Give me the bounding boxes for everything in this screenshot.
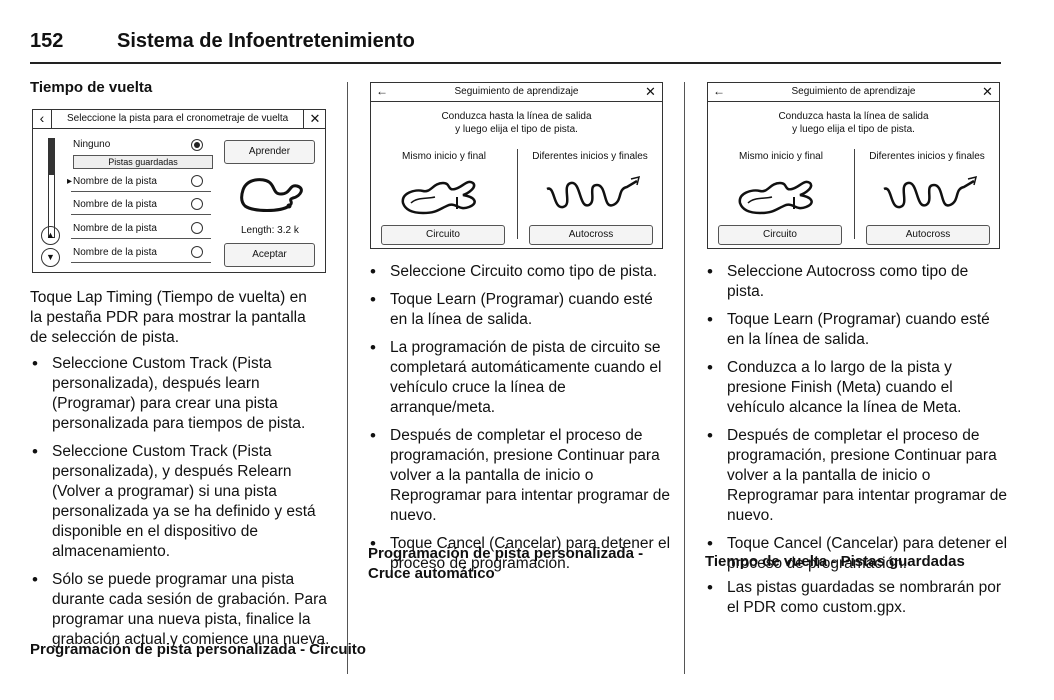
option-divider [517, 149, 518, 239]
option-label: Mismo inicio y final [402, 151, 486, 162]
screen-title: Seleccione la pista para el cronometraje… [67, 113, 289, 124]
option-label: Diferentes inicios y finales [869, 151, 985, 162]
track-select-screen: ‹ Seleccione la pista para el cronometra… [32, 109, 326, 273]
option-label: Mismo inicio y final [739, 151, 823, 162]
saved-tracks-label: Pistas guardadas [73, 155, 213, 169]
list-divider [71, 238, 211, 239]
learning-screen-autocross: ← Seguimiento de aprendizaje ✕ Conduzca … [707, 82, 1000, 249]
screen-titlebar [33, 110, 325, 129]
list-item-track[interactable]: Nombre de la pista [73, 199, 157, 210]
circuit-track-icon [401, 180, 476, 215]
autocross-track-icon [883, 175, 978, 209]
list-divider [71, 214, 211, 215]
list-item: Seleccione Custom Track (Pista personali… [30, 442, 334, 562]
screen-titlebar [371, 83, 662, 102]
list-item: Conduzca a lo largo de la pista y presio… [705, 358, 1009, 418]
list-item-track[interactable]: Nombre de la pista [73, 247, 157, 258]
page-title: Sistema de Infoentretenimiento [117, 30, 415, 52]
bullet-list: Seleccione Circuito como tipo de pista. … [368, 262, 672, 582]
option-label: Diferentes inicios y finales [532, 151, 648, 162]
section-heading: Programación de pista personalizada - Ci… [30, 641, 366, 658]
list-item: Seleccione Autocross como tipo de pista. [705, 262, 1009, 302]
screen-title: Seguimiento de aprendizaje [791, 86, 916, 97]
list-item: La programación de pista de circuito se … [368, 338, 672, 418]
list-item: Toque Learn (Programar) cuando esté en l… [368, 290, 672, 330]
list-item-none[interactable]: Ninguno [73, 139, 111, 150]
back-icon[interactable]: ‹ [33, 110, 52, 128]
circuit-button[interactable]: Circuito [381, 225, 505, 245]
close-icon[interactable]: ✕ [303, 110, 326, 128]
radio-selected[interactable] [191, 139, 203, 151]
scroll-down-icon[interactable]: ▼ [41, 248, 60, 267]
list-item-track[interactable]: Nombre de la pista [73, 223, 157, 234]
header-rule [30, 62, 1001, 64]
list-item: Las pistas guardadas se nombrarán por el… [705, 578, 1009, 618]
option-divider [854, 149, 855, 239]
learning-screen-circuit: ← Seguimiento de aprendizaje ✕ Conduzca … [370, 82, 663, 249]
screen-titlebar [708, 83, 999, 102]
circuit-button[interactable]: Circuito [718, 225, 842, 245]
section-heading: Tiempo de vuelta [30, 79, 153, 96]
learn-button[interactable]: Aprender [224, 140, 315, 164]
radio-unselected[interactable] [191, 198, 203, 210]
bullet-list: Seleccione Autocross como tipo de pista.… [705, 262, 1009, 582]
list-divider [71, 262, 211, 263]
autocross-track-icon [546, 175, 641, 209]
circuit-track-icon [738, 180, 813, 215]
list-item: Seleccione Circuito como tipo de pista. [368, 262, 672, 282]
autocross-button[interactable]: Autocross [529, 225, 653, 245]
close-icon[interactable]: ✕ [645, 84, 656, 99]
radio-unselected[interactable] [191, 246, 203, 258]
track-length: Length: 3.2 k [241, 225, 299, 236]
list-item: Toque Cancel (Cancelar) para detener el … [705, 534, 1009, 574]
list-item: Sólo se puede programar una pista durant… [30, 570, 334, 650]
intro-paragraph: Toque Lap Timing (Tiempo de vuelta) en l… [30, 289, 307, 346]
list-divider [71, 191, 211, 192]
scroll-up-icon[interactable]: ▲ [41, 226, 60, 245]
close-icon[interactable]: ✕ [982, 84, 993, 99]
instruction-line: y luego elija el tipo de pista. [455, 124, 578, 135]
bullet-list: Las pistas guardadas se nombrarán por el… [705, 578, 1009, 626]
instruction-line: Conduzca hasta la línea de salida [778, 111, 929, 122]
column-divider [684, 82, 685, 674]
section-heading: Cruce automático [368, 565, 495, 582]
section-heading: Programación de pista personalizada - [368, 545, 644, 562]
page-number: 152 [30, 30, 64, 52]
screen-title: Seguimiento de aprendizaje [454, 86, 579, 97]
list-item: Toque Cancel (Cancelar) para detener el … [368, 534, 672, 574]
back-arrow-icon[interactable]: ← [376, 84, 388, 98]
list-item: Después de completar el proceso de progr… [705, 426, 1009, 526]
list-item-track[interactable]: Nombre de la pista [73, 176, 157, 187]
instruction-line: y luego elija el tipo de pista. [792, 124, 915, 135]
section-heading: Tiempo de vuelta - Pistas guardadas [705, 553, 965, 570]
radio-unselected[interactable] [191, 222, 203, 234]
back-arrow-icon[interactable]: ← [713, 84, 725, 98]
accept-button[interactable]: Aceptar [224, 243, 315, 267]
track-map-icon [240, 178, 303, 212]
column-divider [347, 82, 348, 674]
radio-unselected[interactable] [191, 175, 203, 187]
instruction-line: Conduzca hasta la línea de salida [441, 111, 592, 122]
list-item: Después de completar el proceso de progr… [368, 426, 672, 526]
autocross-button[interactable]: Autocross [866, 225, 990, 245]
selection-arrow-icon: ▸ [67, 176, 73, 187]
scrollbar[interactable] [48, 138, 55, 238]
list-item: Seleccione Custom Track (Pista personali… [30, 354, 334, 434]
list-item: Toque Learn (Programar) cuando esté en l… [705, 310, 1009, 350]
bullet-list: Seleccione Custom Track (Pista personali… [30, 354, 334, 658]
